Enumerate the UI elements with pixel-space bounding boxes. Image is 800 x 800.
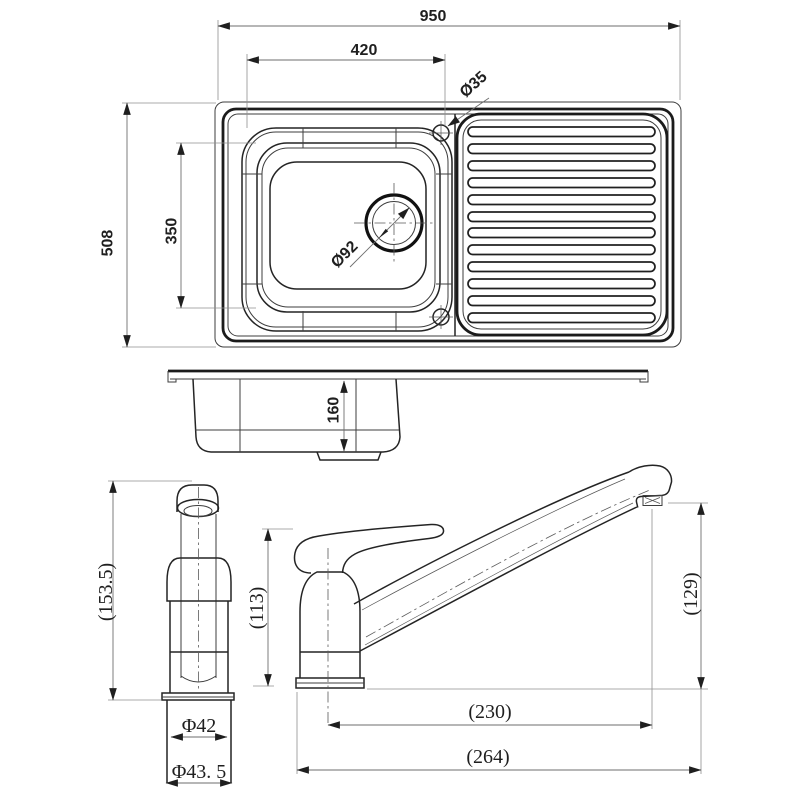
aerator-rim-front [176, 498, 220, 518]
dim-section-bowl-depth-label: 160 [326, 397, 343, 424]
bowl-ring-inner [261, 147, 436, 308]
dim-body-diameter-label: Φ42 [182, 715, 217, 737]
drainer-rib [467, 211, 656, 223]
drainer-rib [467, 312, 656, 324]
dim-section-bowl-depth: 160 [326, 380, 348, 452]
aerator-hatch [644, 497, 661, 504]
dim-overall-reach-extensions [296, 689, 702, 774]
spout-upper-edge [353, 471, 630, 605]
bowl-section-outline [192, 378, 401, 453]
drainer-rib [467, 143, 656, 155]
aerator-inner-front [183, 505, 213, 517]
waste-outlet-stub [316, 451, 382, 461]
dim-faucet-height-label: (153.5) [95, 563, 117, 621]
dim-base-diameter: Φ43. 5 [165, 761, 233, 787]
dim-faucet-height-extensions [108, 480, 192, 701]
aerator-side [642, 495, 663, 506]
rim-end-caps [167, 371, 649, 383]
dim-waste-hole-arrow [378, 228, 389, 239]
base-cylinder-front [166, 700, 232, 783]
dim-bowl-depth: 350 [164, 142, 256, 309]
dim-waste-hole: Ø92 [328, 207, 410, 271]
tap-hole-centerlines [429, 121, 453, 329]
bowl-ring-outer [256, 142, 441, 313]
spout-head-front [176, 484, 219, 512]
sink-section-view: 160 [167, 369, 649, 461]
drainer-panel-outer [455, 112, 669, 337]
spout-lower-edge [359, 506, 638, 652]
bowl-section-inner-walls [195, 379, 399, 452]
drainer-rib [467, 160, 656, 172]
dim-bowl-width: 420 [246, 42, 446, 128]
lever-handle-side [293, 523, 445, 574]
drainer-rib [467, 261, 656, 273]
dim-overall-width: 950 [217, 8, 681, 100]
bowl-corner-ticks [242, 128, 452, 331]
drainer-rib [467, 177, 656, 189]
dim-bowl-depth-label: 350 [164, 218, 181, 245]
spout-centerline [365, 489, 651, 638]
drainer-rib [467, 278, 656, 290]
drainer-ribs [467, 126, 656, 324]
dim-tap-hole-label: Ø35 [457, 68, 491, 101]
drainer-rib [467, 244, 656, 256]
sink-top-view: 950 420 508 350 Ø35 Ø92 [100, 8, 682, 348]
dim-bowl-width-label: 420 [351, 42, 378, 59]
body-side [299, 571, 361, 678]
dim-spout-reach: (230) [327, 509, 653, 729]
faucet-front-view: (153.5) Φ42 Φ43. 5 [95, 480, 235, 787]
drainer-rib [467, 227, 656, 239]
drainer-panel-inner [462, 119, 662, 330]
dim-overall-depth: 508 [100, 102, 216, 348]
dim-overall-reach-label: (264) [466, 746, 509, 768]
dim-bowl-depth-extensions [176, 142, 256, 309]
handle-bell-front [166, 557, 232, 602]
dim-overall-width-extensions [217, 20, 681, 100]
bowl-ledge-outer [241, 127, 453, 332]
spout-head-side [628, 464, 673, 508]
dim-handle-height-label: (113) [246, 587, 268, 630]
dim-base-diameter-label: Φ43. 5 [172, 761, 227, 783]
drainer-rib [467, 295, 656, 307]
faucet-side-view: (113) (129) (230) (264) [246, 464, 708, 774]
dim-waste-hole-label: Ø92 [328, 238, 361, 271]
dim-spout-outlet-height: (129) [367, 502, 708, 690]
dim-bowl-width-extensions [246, 54, 446, 128]
drainer-rib [467, 194, 656, 206]
bowl-opening [269, 161, 427, 290]
bowl-ledge-inner [245, 131, 449, 328]
dim-tap-hole-leader [447, 97, 490, 127]
sink-rim-profile [221, 107, 675, 343]
drainer-rib [467, 126, 656, 138]
dim-overall-reach: (264) [296, 689, 702, 774]
dim-spout-reach-label: (230) [468, 701, 511, 723]
dim-overall-depth-extensions [122, 102, 216, 348]
sink-outer-edge [214, 101, 682, 348]
waste-hole-centerlines [354, 183, 434, 263]
dim-faucet-height: (153.5) [95, 480, 192, 701]
dim-spout-outlet-height-label: (129) [680, 572, 702, 615]
dim-overall-width-label: 950 [420, 8, 447, 25]
spout-shading-lines [361, 478, 634, 646]
body-front [169, 601, 229, 693]
dim-overall-depth-label: 508 [100, 230, 117, 257]
dim-handle-height: (113) [246, 528, 293, 687]
dim-body-diameter: Φ42 [170, 715, 228, 741]
dim-spout-outlet-height-extensions [367, 502, 708, 690]
